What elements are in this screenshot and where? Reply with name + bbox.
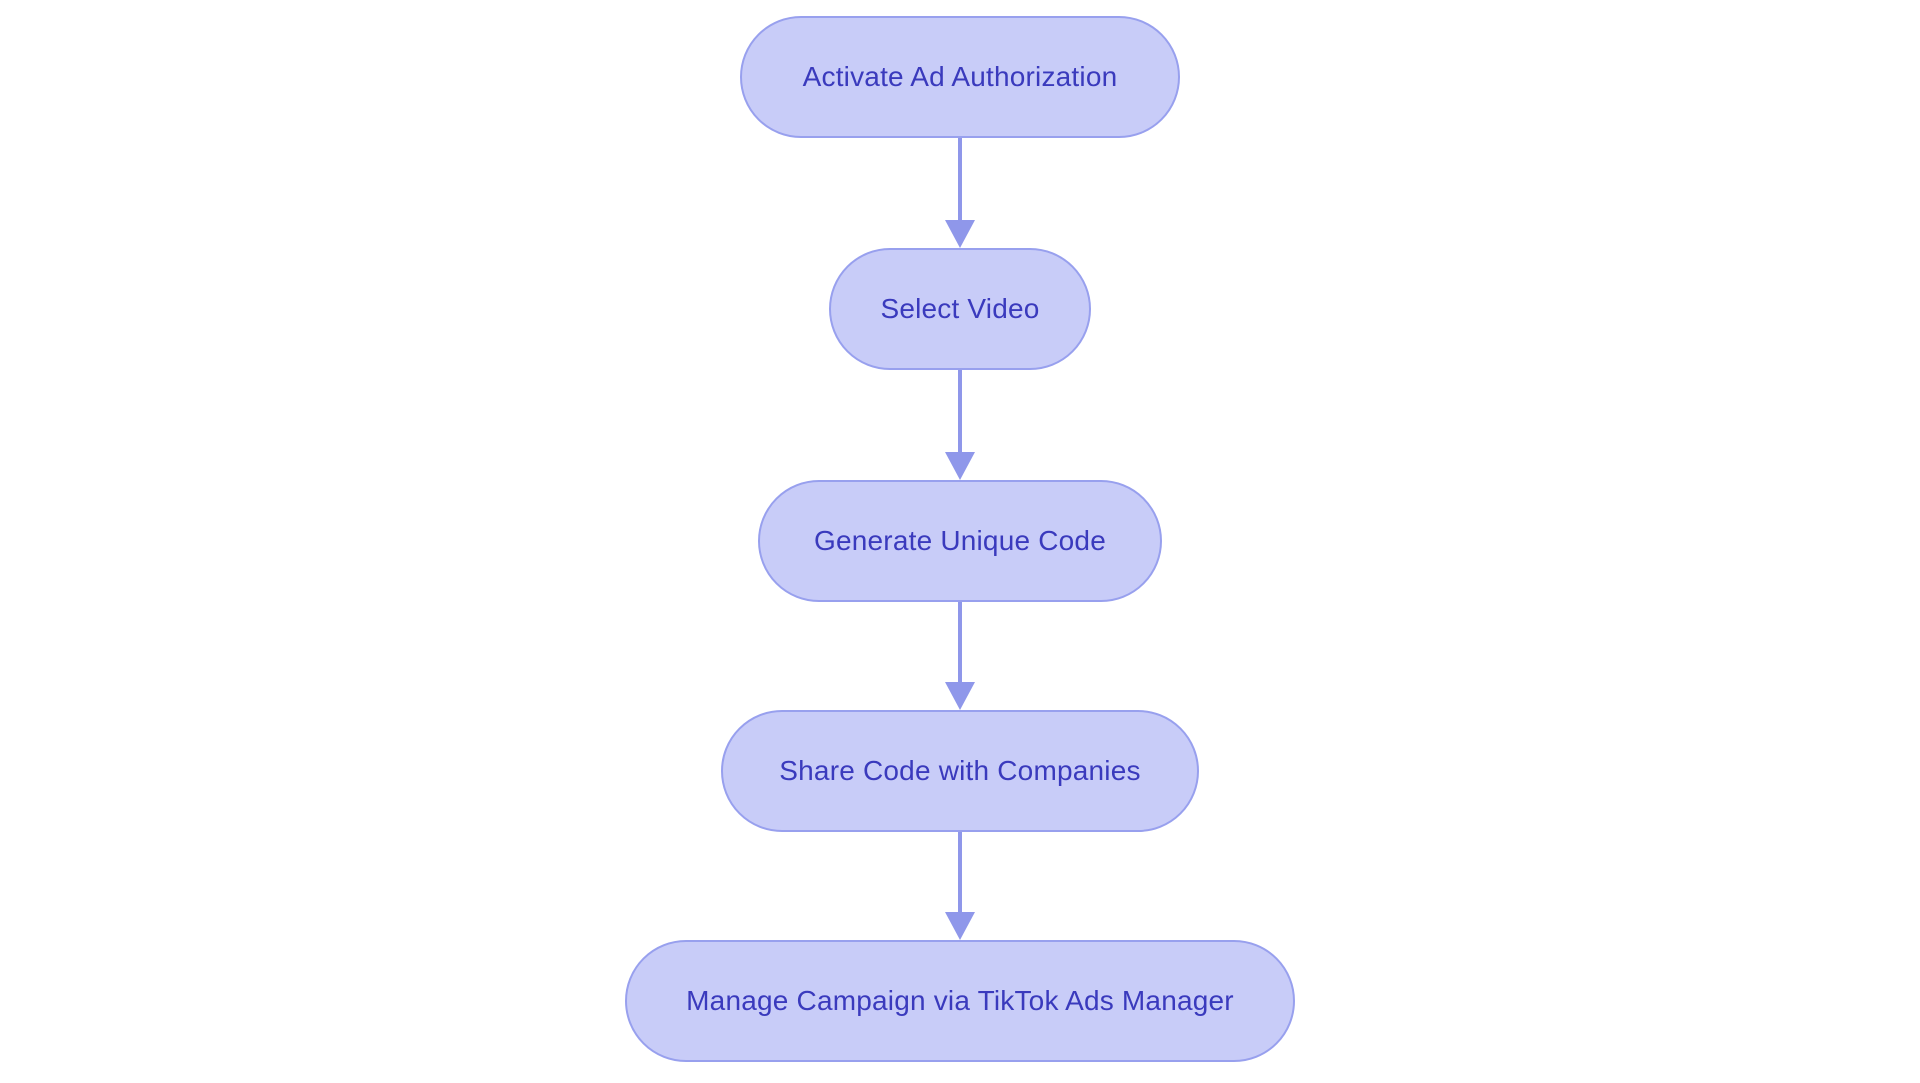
flow-arrow-4 xyxy=(944,832,976,940)
arrow-head-down-icon xyxy=(945,912,975,940)
flow-arrow-1 xyxy=(944,138,976,248)
arrow-head-down-icon xyxy=(945,220,975,248)
flow-node-generate-unique-code: Generate Unique Code xyxy=(758,480,1162,602)
arrow-line xyxy=(958,370,962,452)
arrow-head-down-icon xyxy=(945,452,975,480)
flow-node-share-code-with-companies: Share Code with Companies xyxy=(721,710,1199,832)
flow-node-select-video: Select Video xyxy=(829,248,1091,370)
flow-node-label: Generate Unique Code xyxy=(814,525,1106,556)
arrow-head-down-icon xyxy=(945,682,975,710)
flow-node-activate-ad-authorization: Activate Ad Authorization xyxy=(740,16,1180,138)
flow-node-label: Share Code with Companies xyxy=(779,755,1141,786)
flow-node-label: Manage Campaign via TikTok Ads Manager xyxy=(686,985,1234,1016)
flow-node-label: Select Video xyxy=(880,293,1040,324)
arrow-line xyxy=(958,138,962,220)
flow-arrow-3 xyxy=(944,602,976,710)
arrow-line xyxy=(958,832,962,912)
flow-node-manage-campaign-via-tiktok-ads-manager: Manage Campaign via TikTok Ads Manager xyxy=(625,940,1295,1062)
arrow-line xyxy=(958,602,962,682)
flow-arrow-2 xyxy=(944,370,976,480)
flow-node-label: Activate Ad Authorization xyxy=(802,61,1118,92)
